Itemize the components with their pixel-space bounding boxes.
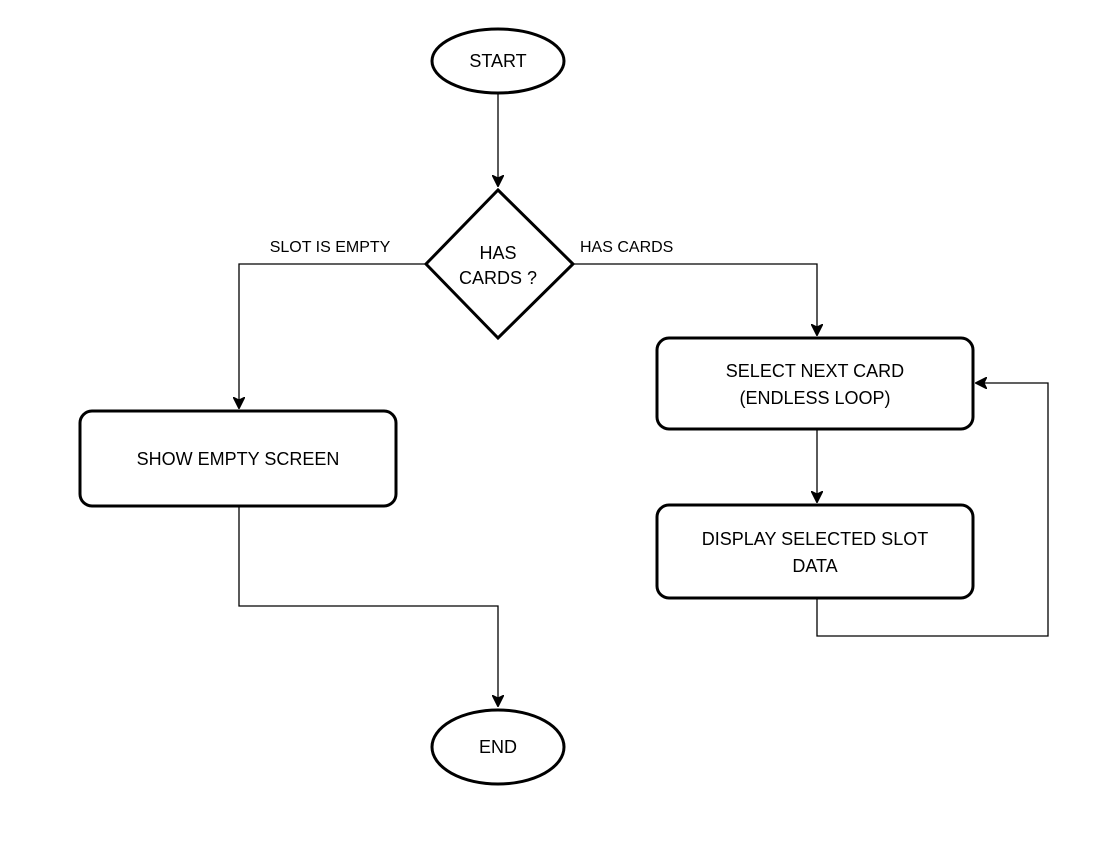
decision-label-line-2: CARDS ? bbox=[459, 268, 537, 288]
start-node: START bbox=[430, 27, 566, 95]
show-empty-screen-node: SHOW EMPTY SCREEN bbox=[78, 409, 398, 508]
select-next-card-node: SELECT NEXT CARD (ENDLESS LOOP) bbox=[655, 336, 975, 431]
show-empty-screen-label: SHOW EMPTY SCREEN bbox=[137, 449, 340, 469]
edge-decision-to-select-card bbox=[573, 263, 817, 335]
display-slot-data-node: DISPLAY SELECTED SLOT DATA bbox=[655, 503, 975, 600]
display-slot-data-label-line-1: DISPLAY SELECTED SLOT bbox=[702, 529, 928, 549]
end-label: END bbox=[479, 737, 517, 757]
edge-decision-to-empty-screen bbox=[239, 263, 426, 408]
edge-label-has-cards: HAS CARDS bbox=[580, 239, 673, 256]
start-label: START bbox=[469, 51, 526, 71]
select-next-card-label-line-2: (ENDLESS LOOP) bbox=[739, 388, 890, 408]
decision-label-line-1: HAS bbox=[479, 243, 516, 263]
select-next-card-label-line-1: SELECT NEXT CARD bbox=[726, 361, 904, 381]
edge-empty-screen-to-end bbox=[238, 506, 498, 706]
display-slot-data-label-line-2: DATA bbox=[792, 556, 837, 576]
edge-label-slot-is-empty: SLOT IS EMPTY bbox=[270, 239, 391, 256]
decision-node: HAS CARDS ? bbox=[423, 187, 576, 341]
edge-loop-back bbox=[816, 383, 1049, 637]
end-node: END bbox=[430, 708, 566, 786]
